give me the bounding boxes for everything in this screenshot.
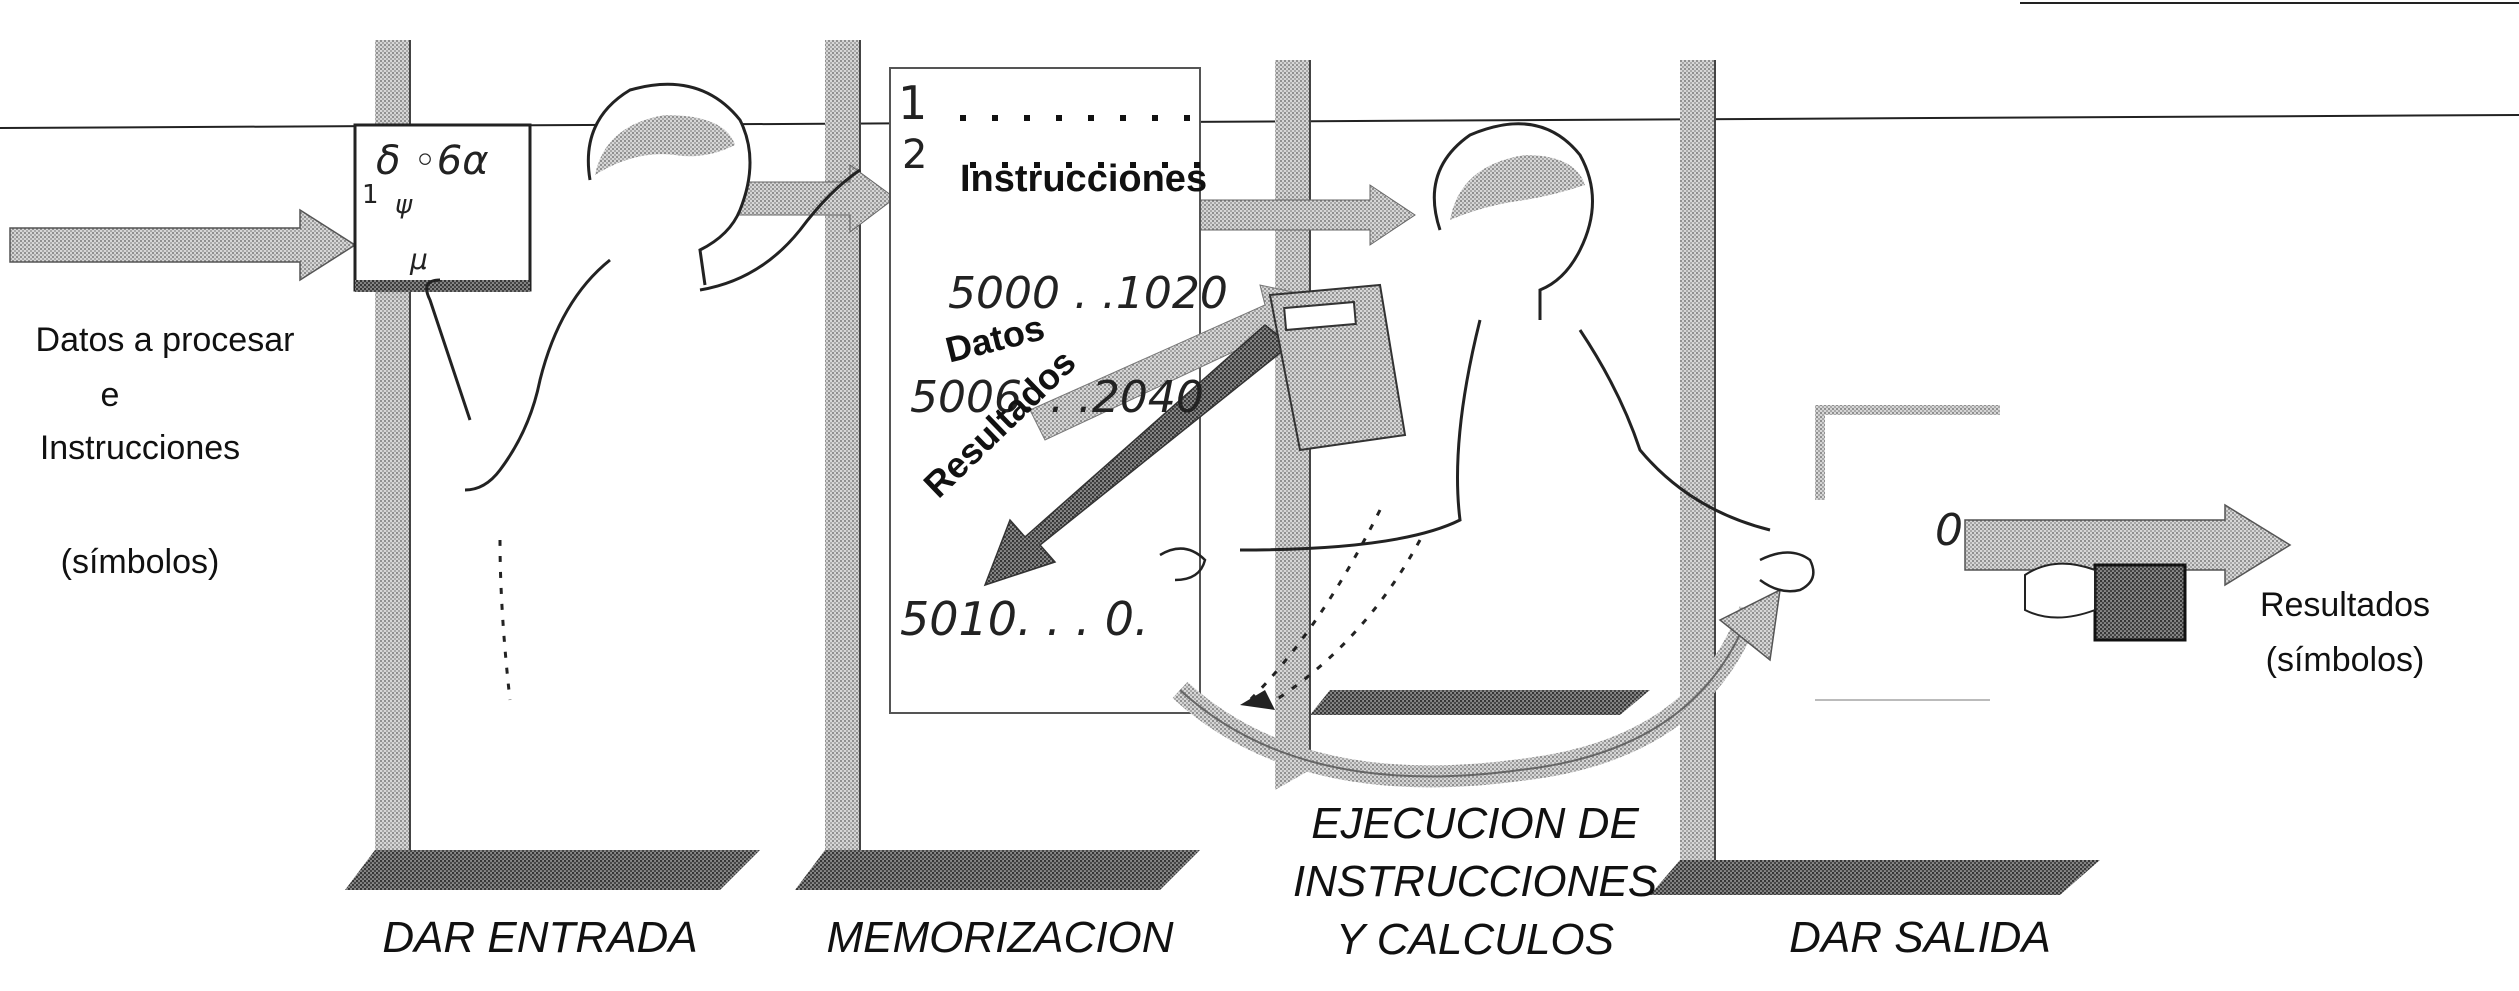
stage-panel-salida	[1650, 60, 2100, 895]
input-label-line3: Instrucciones	[39, 429, 241, 467]
hand-output-icon	[1159, 547, 1815, 593]
instrucciones-label: Instrucciones	[960, 158, 1208, 200]
output-label-line1: Resultados	[2259, 586, 2431, 624]
card-bottom-symbol: μ	[410, 243, 428, 276]
card-left-symbol: 1	[362, 180, 379, 210]
stage-label-ejecucion-1: EJECUCION DE	[1311, 799, 1639, 848]
output-card	[2024, 562, 2187, 642]
memory-row-1-marker: 1	[898, 76, 928, 130]
person-entrada-icon	[425, 82, 861, 701]
stage-panel-ejecucion	[1275, 60, 1650, 790]
input-label-line4: (símbolos)	[60, 543, 220, 581]
resultados-arrow	[983, 324, 1292, 587]
calculator-icon	[1268, 283, 1407, 452]
output-label-line2: (símbolos)	[2265, 641, 2425, 679]
card-mid-symbol: ψ	[395, 190, 413, 220]
output-value: 0	[1935, 505, 1963, 556]
arrow-memoria-to-ejecucion	[1199, 184, 1416, 246]
stage-label-salida: DAR SALIDA	[1789, 913, 2051, 962]
memory-data-row-2: 5006. . .2040	[910, 372, 1204, 423]
stage-label-ejecucion-3: Y CALCULOS	[1336, 915, 1614, 964]
person-ejecucion-icon	[1239, 122, 1771, 712]
stage-label-ejecucion-2: INSTRUCCIONES	[1292, 857, 1658, 906]
stage-panel-memorizacion	[795, 40, 1200, 890]
input-symbol-card	[353, 123, 532, 292]
input-arrow	[9, 208, 357, 282]
stage-label-entrada: DAR ENTRADA	[382, 913, 698, 962]
memory-row-2-marker: 2	[902, 132, 928, 178]
input-label-line2: e	[100, 376, 120, 414]
input-label-line1: Datos a procesar	[35, 321, 295, 359]
stage-label-memorizacion: MEMORIZACION	[826, 913, 1174, 962]
memory-data-row-1: 5000 . .1020	[948, 268, 1228, 319]
cycle-arrow	[1172, 588, 1781, 788]
card-top-symbols: δ ◦6α	[376, 138, 489, 184]
arrow-entrada-to-memoria	[719, 164, 896, 234]
memory-result-row: 5010. . . 0.	[900, 592, 1149, 646]
